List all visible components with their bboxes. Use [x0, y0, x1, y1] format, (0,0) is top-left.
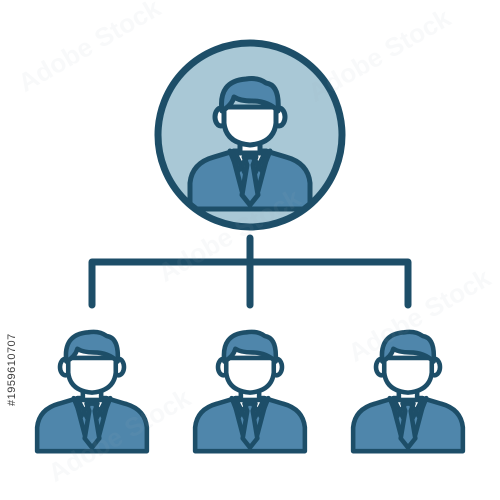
- subordinate-left-node: [37, 332, 147, 451]
- hierarchy-connectors: [88, 234, 412, 309]
- top-manager-node: [154, 39, 346, 231]
- subordinate-center-node: [195, 332, 305, 451]
- stock-image-id: #1959610707: [6, 333, 18, 407]
- subordinate-right-node: [353, 332, 463, 451]
